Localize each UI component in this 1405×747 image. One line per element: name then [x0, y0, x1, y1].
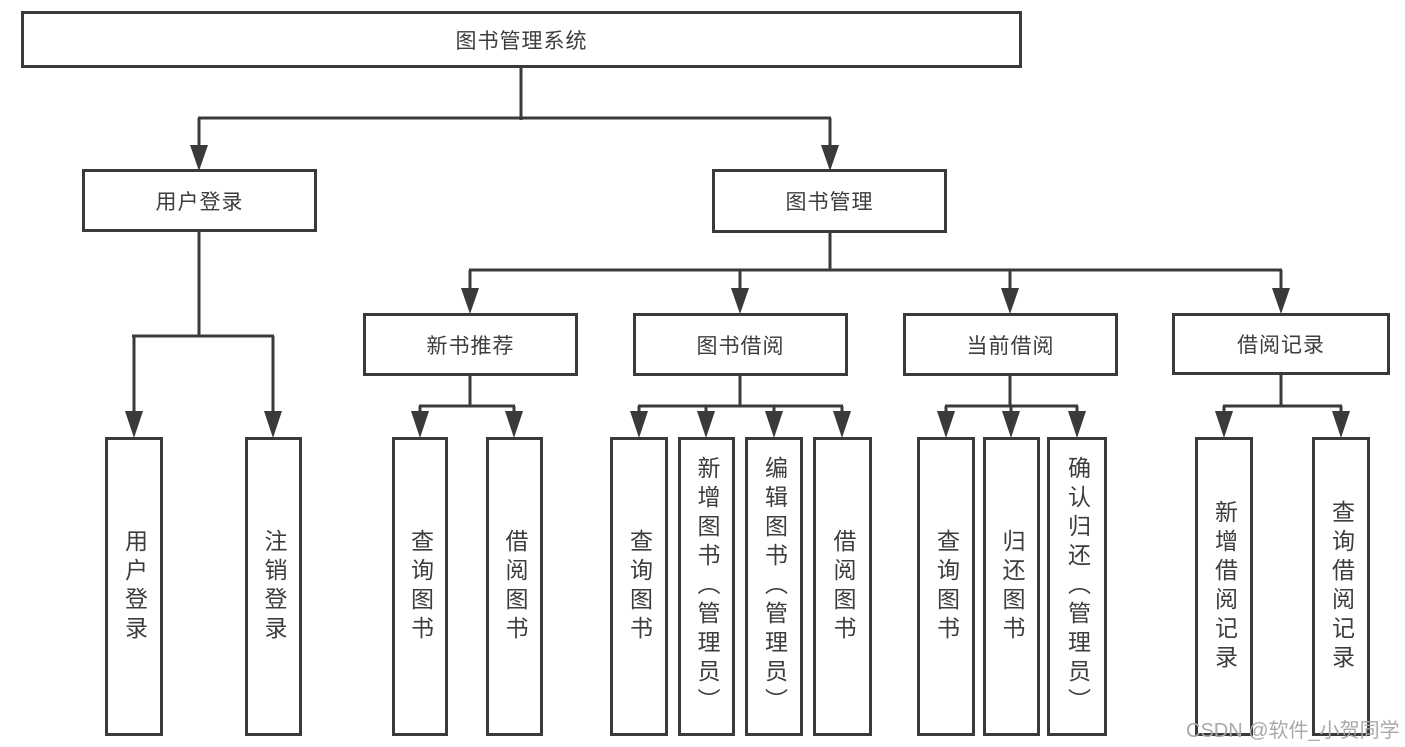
- node-book-borrow-label: 图书借阅: [696, 334, 785, 358]
- node-current-borrow-label: 当前借阅: [966, 334, 1055, 358]
- leaf-return-book-label: 归还图书: [999, 528, 1025, 645]
- leaf-query-book-recommend-label: 查询图书: [407, 528, 434, 645]
- leaf-user-login-label: 用户登录: [121, 528, 148, 645]
- leaf-logout: 注销登录: [245, 437, 302, 736]
- leaf-query-book-current: 查询图书: [917, 437, 975, 736]
- node-user-login-label: 用户登录: [155, 190, 244, 214]
- leaf-query-borrow-record-label: 查询借阅记录: [1328, 499, 1355, 674]
- leaf-edit-book-admin: 编辑图书（管理员）: [745, 437, 803, 736]
- leaf-edit-book-admin-label: 编辑图书（管理员）: [761, 456, 788, 717]
- node-new-book-recommend: 新书推荐: [363, 313, 578, 376]
- leaf-query-book-borrow-label: 查询图书: [626, 528, 653, 645]
- leaf-borrow-book: 借阅图书: [813, 437, 872, 736]
- node-book-management: 图书管理: [712, 169, 947, 233]
- leaf-query-book-current-label: 查询图书: [933, 528, 960, 645]
- node-new-book-recommend-label: 新书推荐: [426, 334, 515, 358]
- leaf-query-borrow-record: 查询借阅记录: [1312, 437, 1370, 736]
- node-book-borrow: 图书借阅: [633, 313, 848, 376]
- leaf-return-book: 归还图书: [983, 437, 1040, 736]
- leaf-query-book-recommend: 查询图书: [392, 437, 448, 736]
- leaf-confirm-return-admin-label: 确认归还（管理员）: [1064, 456, 1091, 717]
- leaf-user-login: 用户登录: [105, 437, 163, 736]
- leaf-confirm-return-admin: 确认归还（管理员）: [1047, 437, 1107, 736]
- leaf-borrow-book-label: 借阅图书: [830, 528, 856, 645]
- leaf-add-borrow-record-label: 新增借阅记录: [1211, 499, 1238, 674]
- node-user-login: 用户登录: [82, 169, 317, 232]
- leaf-borrow-book-recommend-label: 借阅图书: [502, 528, 528, 645]
- node-borrow-records: 借阅记录: [1172, 313, 1390, 375]
- node-current-borrow: 当前借阅: [903, 313, 1118, 376]
- node-root: 图书管理系统: [21, 11, 1022, 68]
- leaf-query-book-borrow: 查询图书: [610, 437, 668, 736]
- leaf-add-borrow-record: 新增借阅记录: [1195, 437, 1253, 736]
- node-borrow-records-label: 借阅记录: [1237, 334, 1325, 357]
- csdn-watermark: CSDN @软件_小贺同学: [1186, 720, 1400, 742]
- node-root-label: 图书管理系统: [455, 29, 588, 53]
- leaf-add-book-admin-label: 新增图书（管理员）: [694, 456, 720, 717]
- leaf-borrow-book-recommend: 借阅图书: [486, 437, 543, 736]
- leaf-add-book-admin: 新增图书（管理员）: [678, 437, 735, 736]
- leaf-logout-label: 注销登录: [261, 528, 287, 645]
- node-book-management-label: 图书管理: [785, 191, 874, 214]
